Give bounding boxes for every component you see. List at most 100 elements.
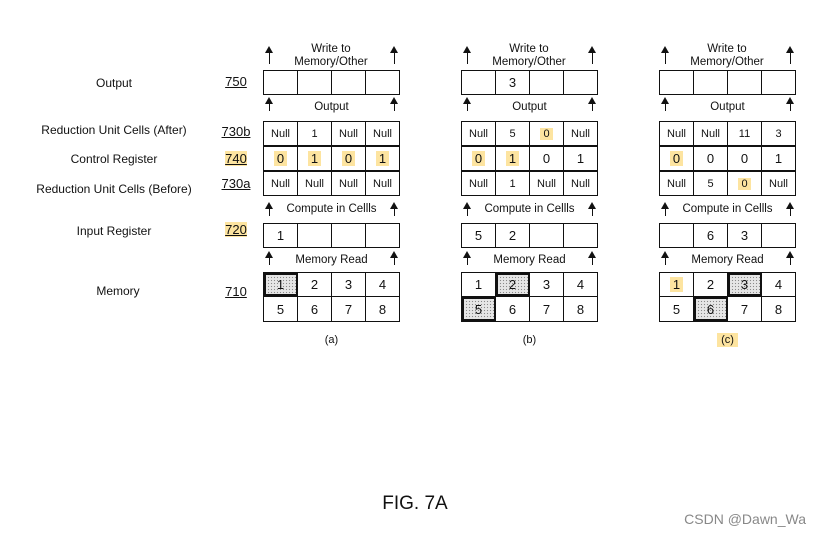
panel-caption: (c) — [659, 333, 796, 347]
cell-value: 3 — [344, 277, 353, 292]
memory-row-top-cell: 4 — [762, 273, 795, 296]
memory-row-top-cell: 3 — [530, 273, 564, 296]
cell-value: 6 — [706, 228, 715, 243]
memory-row-top-cell: 3 — [332, 273, 366, 296]
cell-value: 5 — [474, 228, 483, 243]
cell-value: 0 — [471, 151, 486, 166]
ref-710: 710 — [225, 284, 247, 299]
control-register-row-cell: 0 — [530, 147, 564, 170]
cell-value: 3 — [508, 75, 517, 90]
cell-value: 5 — [276, 301, 285, 317]
cell-value: 0 — [542, 151, 551, 166]
reduction-after-row-cell: Null — [264, 122, 298, 145]
memory-row-top-cell: 1 — [462, 273, 496, 296]
cell-value: 11 — [738, 127, 751, 140]
reduction-after-row-cell: 3 — [762, 122, 795, 145]
panel-caption-text: (a) — [324, 334, 339, 346]
output-row-cell — [298, 71, 332, 94]
cell-value: 6 — [310, 301, 319, 317]
input-register-row-cell — [660, 224, 694, 247]
up-arrow-icon — [661, 251, 669, 265]
cell-value: 5 — [474, 301, 483, 317]
control-register-row-cell: 1 — [298, 147, 332, 170]
cell-value: 1 — [276, 277, 285, 292]
reduction-after-row-cell: 1 — [298, 122, 332, 145]
cell-value: 2 — [508, 228, 517, 243]
memory-row-bottom-cell: 8 — [366, 297, 399, 321]
cell-value: 2 — [508, 277, 517, 292]
up-arrow-icon — [265, 251, 273, 265]
reduction-after-row-cell: Null — [694, 122, 728, 145]
cell-value: Null — [271, 127, 290, 140]
cell-value: 1 — [474, 277, 483, 292]
cell-value: 3 — [775, 127, 782, 140]
memory-row-bottom-cell: 6 — [496, 297, 530, 321]
memory-row-bottom-cell: 5 — [462, 297, 496, 321]
row-label-output: Output — [95, 76, 133, 90]
up-arrow-icon — [661, 202, 669, 216]
panel-caption-text: (c) — [717, 333, 738, 347]
cell-value: 2 — [310, 277, 319, 292]
reduction-before-row-cell: Null — [530, 172, 564, 195]
panel-caption-text: (b) — [522, 334, 537, 346]
memory-row-bottom-cell: 8 — [564, 297, 597, 321]
memory-read-label: Memory Read — [493, 254, 566, 266]
cell-value: Null — [571, 177, 590, 190]
cell-value: Null — [537, 177, 556, 190]
memory-row-top-cell: 3 — [728, 273, 762, 296]
cell-value: 3 — [740, 277, 749, 292]
output-row-cell — [366, 71, 399, 94]
cell-value: Null — [469, 127, 488, 140]
cell-value: 1 — [576, 151, 585, 166]
cell-value: 0 — [273, 151, 288, 166]
cell-value: Null — [339, 177, 358, 190]
control-register-row-cell: 1 — [564, 147, 597, 170]
control-register-row-cell: 0 — [660, 147, 694, 170]
up-arrow-icon — [661, 97, 669, 111]
input-register-row-cell: 2 — [496, 224, 530, 247]
cell-value: 7 — [740, 301, 749, 317]
memory-row-top-cell: 4 — [366, 273, 399, 296]
cell-value: 0 — [341, 151, 356, 166]
cell-value: Null — [373, 177, 392, 190]
reduction-before-row-cell: Null — [332, 172, 366, 195]
memory-row-bottom-cell: 8 — [762, 297, 795, 321]
reduction-after-row-cell: Null — [462, 122, 496, 145]
output-label: Output — [710, 101, 745, 113]
reduction-after-row-cell: 11 — [728, 122, 762, 145]
up-arrow-icon — [786, 202, 794, 216]
control-register-row-cell: 1 — [496, 147, 530, 170]
cell-value: 0 — [740, 151, 749, 166]
up-arrow-icon — [265, 46, 273, 64]
up-arrow-icon — [463, 202, 471, 216]
ref-720-text: 720 — [225, 222, 247, 237]
panel-caption: (b) — [461, 334, 598, 346]
cell-value: 5 — [672, 301, 681, 317]
up-arrow-icon — [265, 97, 273, 111]
input-register-row-cell — [366, 224, 399, 247]
ref-720: 720 — [218, 222, 254, 237]
memory-row-top-cell: 4 — [564, 273, 597, 296]
reduction-before-row-cell: 0 — [728, 172, 762, 195]
reduction-after-row-cell: 0 — [530, 122, 564, 145]
reduction-after-row-cell: Null — [332, 122, 366, 145]
cell-value: 7 — [542, 301, 551, 317]
cell-value: 3 — [740, 228, 749, 243]
memory-row-top-cell: 2 — [298, 273, 332, 296]
output-row-cell — [530, 71, 564, 94]
output-row-cell — [264, 71, 298, 94]
reduction-after-row-cell: Null — [366, 122, 399, 145]
cell-value: 5 — [509, 127, 516, 140]
memory-other-text: Memory/Other — [492, 56, 566, 68]
